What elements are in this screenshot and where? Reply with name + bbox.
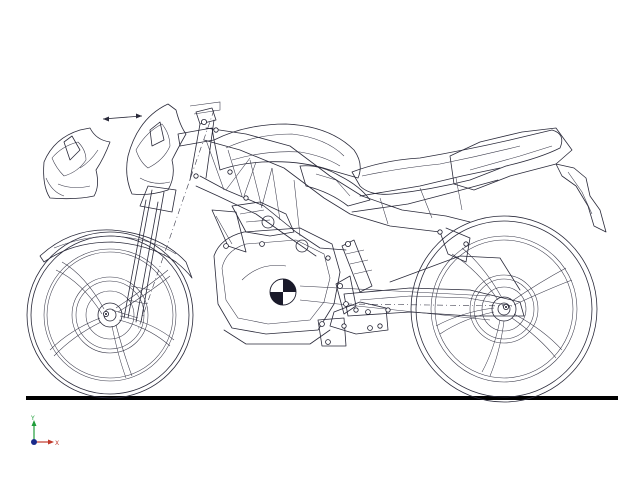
headlight-cowl-mounted bbox=[126, 103, 187, 195]
fuel-tank bbox=[213, 123, 371, 207]
headlight-cowl-exploded bbox=[43, 127, 111, 200]
center-of-gravity-icon bbox=[269, 278, 297, 306]
front-wheel[interactable] bbox=[26, 231, 194, 399]
engine-block bbox=[213, 201, 341, 345]
rear-wheel[interactable] bbox=[410, 215, 598, 403]
steering-head-point[interactable] bbox=[200, 119, 207, 126]
pivot-points[interactable] bbox=[193, 127, 469, 345]
x-axis-label: X bbox=[55, 440, 59, 447]
y-axis-label: Y bbox=[30, 415, 35, 422]
coordinate-triad: Y X bbox=[30, 415, 59, 447]
front-fender bbox=[39, 229, 193, 279]
swingarm bbox=[343, 255, 525, 317]
trellis-frame bbox=[195, 127, 501, 263]
front-axle-center bbox=[105, 313, 107, 315]
double-headed-arrow-icon bbox=[102, 113, 143, 122]
seat-and-tail bbox=[351, 127, 607, 233]
steering-head bbox=[177, 101, 221, 181]
front-fork bbox=[111, 109, 215, 331]
rear-axle-center bbox=[505, 306, 507, 308]
triad-origin bbox=[31, 439, 37, 445]
drive-chain bbox=[299, 285, 491, 321]
